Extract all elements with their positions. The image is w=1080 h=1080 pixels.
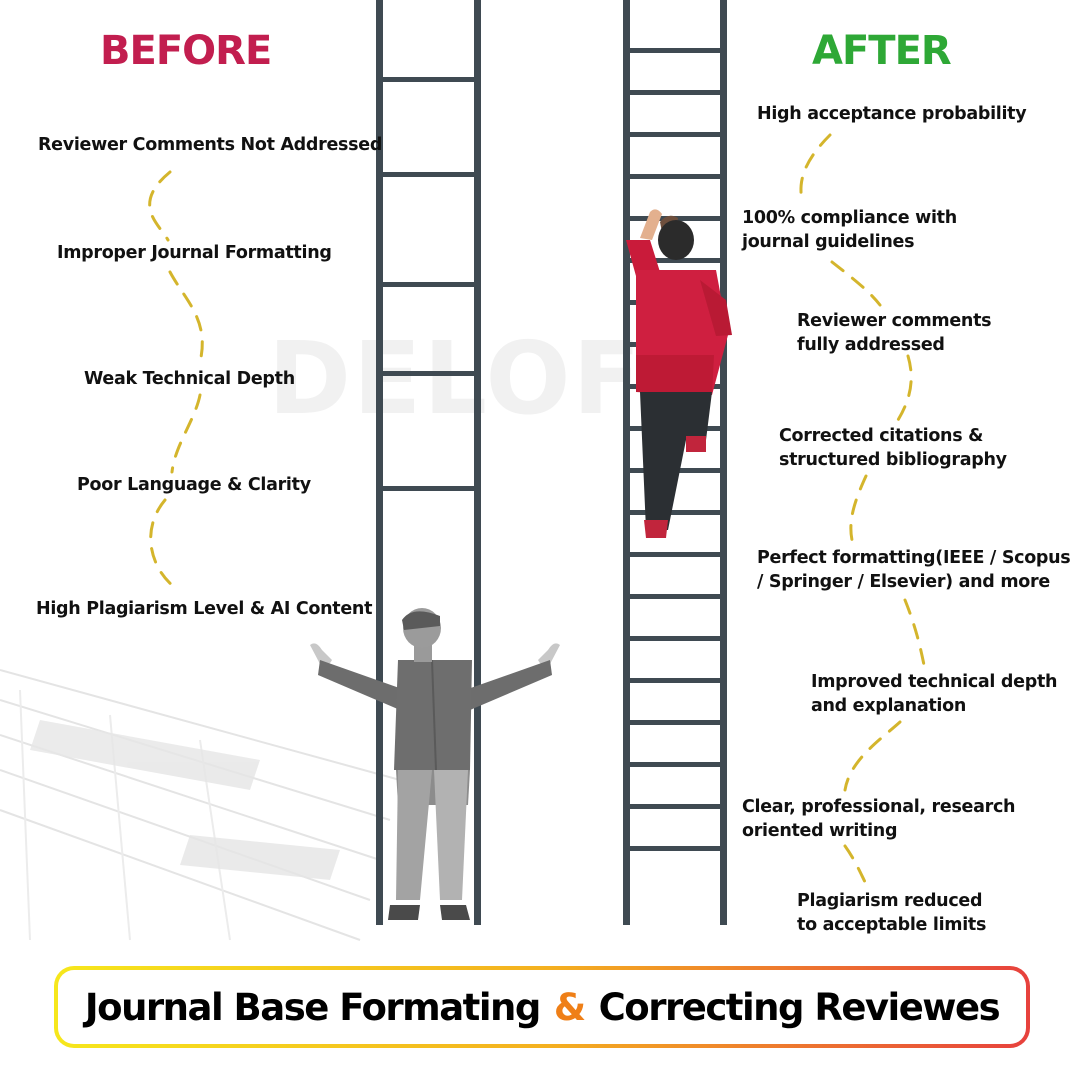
- before-item: Improper Journal Formatting: [57, 243, 332, 263]
- ladder-rung: [630, 90, 720, 95]
- ladder-rung: [630, 174, 720, 179]
- ladder-rail-left: [376, 0, 383, 925]
- ladder-rung: [630, 678, 720, 683]
- ladder-rung: [630, 258, 720, 263]
- before-item: Reviewer Comments Not Addressed: [38, 135, 383, 155]
- ladder-rail-right: [720, 0, 727, 925]
- person-climbing-icon: [626, 209, 732, 538]
- after-connector: [799, 133, 926, 886]
- person-shrugging-icon: [310, 608, 560, 920]
- ladder-rung: [383, 371, 474, 376]
- banner-text-part2: Correcting Reviewes: [598, 985, 1001, 1029]
- ladder-rung: [630, 804, 720, 809]
- after-item: High acceptance probability: [757, 104, 1027, 124]
- ladder-rail-left: [623, 0, 630, 925]
- left-ladder: [376, 0, 481, 925]
- ladder-rung: [630, 48, 720, 53]
- ladder-rung: [630, 720, 720, 725]
- ladder-rung: [630, 132, 720, 137]
- shadow: [30, 720, 340, 880]
- ladder-rung: [630, 594, 720, 599]
- after-title: AFTER: [812, 28, 952, 74]
- ladder-rung: [630, 846, 720, 851]
- ladder-rung: [383, 172, 474, 177]
- before-item: Weak Technical Depth: [84, 369, 295, 389]
- ladder-rung: [383, 282, 474, 287]
- ladder-rung: [630, 552, 720, 557]
- before-title: BEFORE: [100, 28, 272, 74]
- ladder-rung: [383, 486, 474, 491]
- ladder-rung: [630, 762, 720, 767]
- after-item: Perfect formatting(IEEE / Scopus/ Spring…: [757, 548, 1071, 592]
- title-banner: Journal Base Formating & Correcting Revi…: [54, 966, 1030, 1048]
- ampersand: &: [553, 985, 586, 1029]
- ladder-rung: [383, 77, 474, 82]
- before-item: High Plagiarism Level & AI Content: [36, 599, 373, 619]
- after-item: Corrected citations &structured bibliogr…: [779, 426, 1007, 470]
- before-connector: [148, 170, 204, 592]
- before-item: Poor Language & Clarity: [77, 475, 311, 495]
- ladder-rung: [630, 636, 720, 641]
- floor-lines: [0, 669, 401, 941]
- banner-title: Journal Base Formating & Correcting Revi…: [58, 970, 1026, 1044]
- ladder-rung: [630, 510, 720, 515]
- ladder-rail-right: [474, 0, 481, 925]
- banner-text-part1: Journal Base Formating: [84, 985, 541, 1029]
